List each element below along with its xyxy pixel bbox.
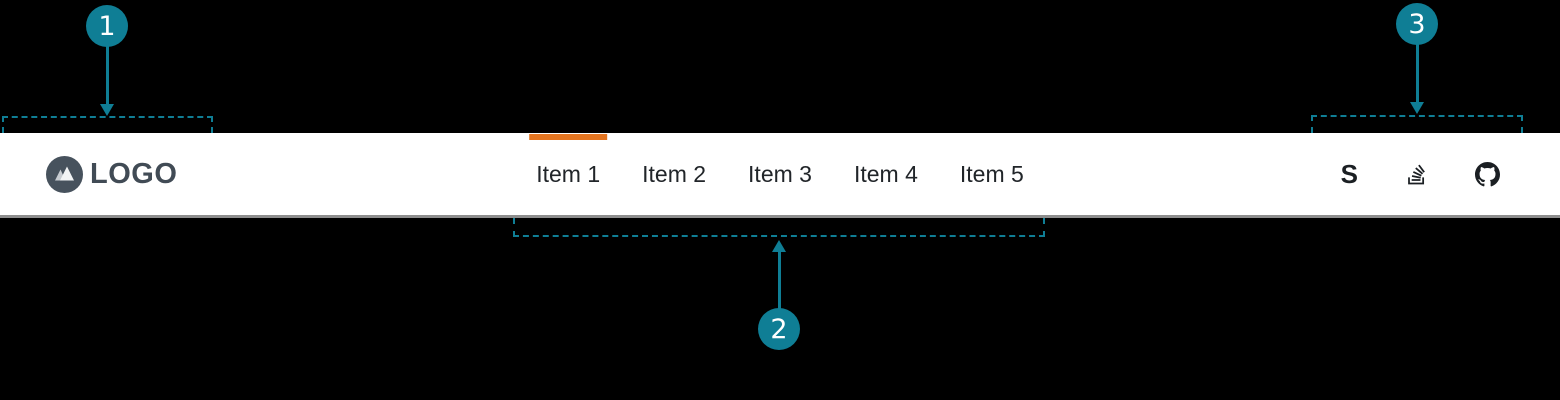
nav-item-4-label: Item 4	[853, 160, 918, 187]
nav-item-1[interactable]: Item 1	[529, 133, 608, 215]
annotation-marker-3: 3	[1396, 3, 1438, 45]
logo-mountain-icon	[46, 155, 83, 193]
annotation-marker-2: 2	[758, 308, 800, 350]
navbar: LOGO Item 1 Item 2 Item 3 Item 4 Item 5 …	[0, 133, 1560, 218]
stack-overflow-icon[interactable]	[1408, 163, 1425, 186]
annotation-marker-1-number: 1	[98, 10, 116, 42]
annotation-region-social	[1311, 115, 1523, 133]
annotation-marker-1: 1	[86, 5, 128, 47]
annotation-arrow-1-line	[106, 46, 109, 105]
logo[interactable]: LOGO	[46, 155, 178, 193]
annotation-marker-2-number: 2	[770, 313, 788, 345]
annotation-arrow-3-head	[1410, 102, 1424, 114]
social-links: S	[1341, 161, 1500, 187]
nav-item-3-label: Item 3	[748, 160, 812, 187]
nav-item-5[interactable]: Item 5	[960, 133, 1024, 215]
annotation-arrow-2-line	[778, 251, 781, 309]
annotation-arrow-3-line	[1416, 44, 1419, 103]
stack-exchange-icon[interactable]: S	[1341, 161, 1358, 187]
github-icon[interactable]	[1475, 161, 1500, 187]
annotation-region-menu	[513, 218, 1045, 237]
annotation-arrow-1-head	[100, 104, 114, 116]
nav-item-3[interactable]: Item 3	[748, 133, 812, 215]
nav-item-5-label: Item 5	[959, 160, 1024, 187]
nav-item-4[interactable]: Item 4	[854, 133, 918, 215]
nav-menu: Item 1 Item 2 Item 3 Item 4 Item 5	[529, 133, 1024, 215]
active-indicator	[529, 134, 608, 140]
nav-item-2[interactable]: Item 2	[642, 133, 706, 215]
annotation-marker-3-number: 3	[1408, 8, 1426, 40]
nav-item-1-label: Item 1	[536, 160, 601, 187]
annotation-arrow-2-head	[772, 240, 786, 252]
stack-exchange-glyph: S	[1340, 159, 1358, 189]
nav-item-2-label: Item 2	[642, 160, 707, 187]
annotation-region-logo	[2, 116, 213, 133]
logo-text: LOGO	[90, 157, 178, 190]
